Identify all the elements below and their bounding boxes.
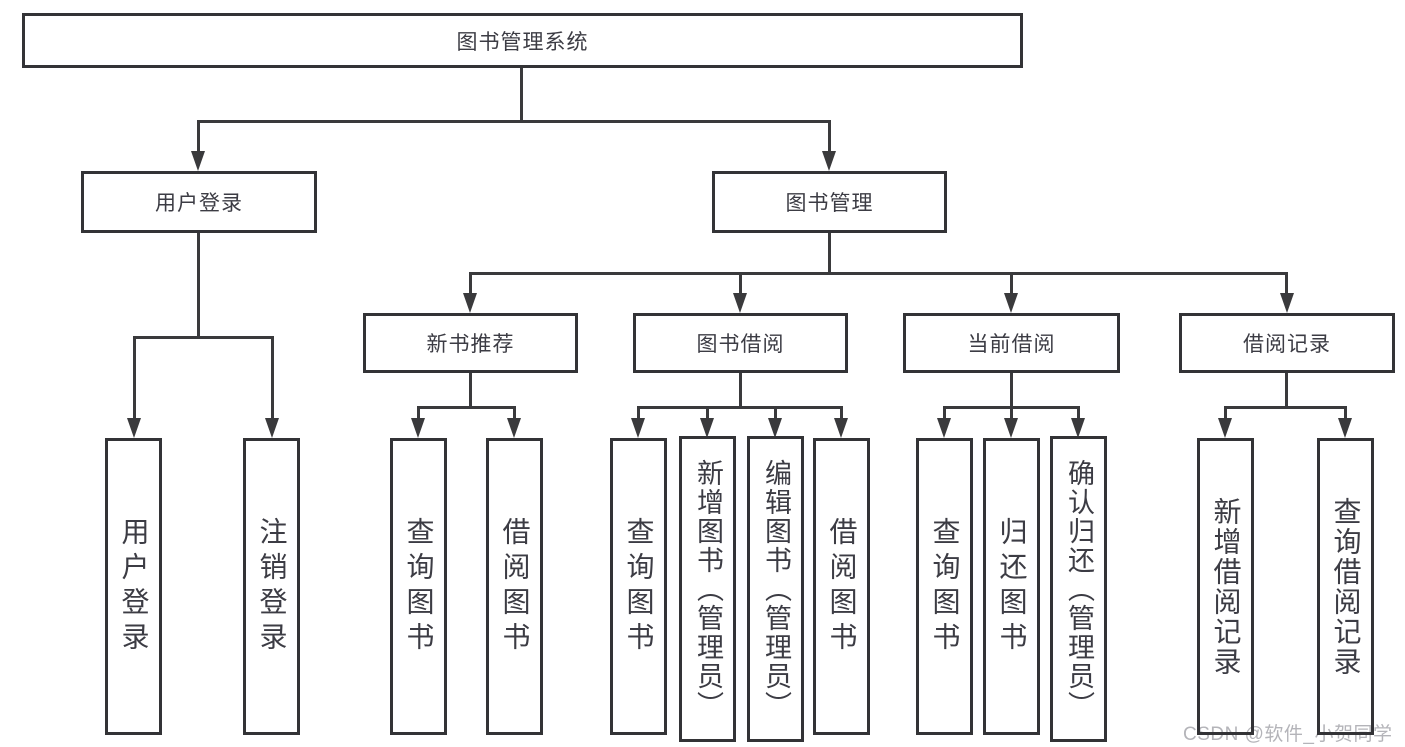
arrow-to-cb-query xyxy=(937,418,951,438)
connector-cb-return-stem xyxy=(1010,406,1013,420)
connector-cb-query-stem xyxy=(943,406,946,420)
arrow-to-bb-add xyxy=(700,418,714,438)
connector-bb-borrow-stem xyxy=(840,406,843,420)
arrow-to-user-login xyxy=(191,151,205,171)
node-leaf-user-login: 用户登录 xyxy=(105,438,162,735)
connector-rec-borrow-stem xyxy=(513,406,516,420)
node-borrow-records-label: 借阅记录 xyxy=(1243,333,1331,356)
connector-borrow-records-rail xyxy=(1224,406,1347,409)
arrow-to-borrow-records xyxy=(1280,293,1294,313)
node-rec-borrow-books-label: 借阅图书 xyxy=(499,516,531,657)
node-bb-add-books: 新增图书（管理员） xyxy=(679,436,736,742)
connector-new-rec-stem xyxy=(469,272,472,295)
arrow-to-rec-query xyxy=(411,418,425,438)
node-current-borrow: 当前借阅 xyxy=(903,313,1120,373)
node-current-borrow-label: 当前借阅 xyxy=(967,333,1056,356)
arrow-to-book-mgmt xyxy=(822,151,836,171)
arrow-to-new-rec xyxy=(463,293,477,313)
arrow-to-cb-confirm xyxy=(1071,418,1085,438)
node-new-rec: 新书推荐 xyxy=(363,313,578,373)
arrow-to-leaf-user-login xyxy=(127,418,141,438)
node-bb-query-books: 查询图书 xyxy=(610,438,667,735)
node-leaf-logout: 注销登录 xyxy=(243,438,300,735)
connector-book-borrow-down xyxy=(739,373,742,408)
connector-br-query-stem xyxy=(1344,406,1347,420)
node-cb-query-books-label: 查询图书 xyxy=(929,516,961,657)
arrow-to-bb-query xyxy=(631,418,645,438)
node-br-add-record: 新增借阅记录 xyxy=(1197,438,1254,735)
node-bb-borrow-books: 借阅图书 xyxy=(813,438,870,735)
watermark: CSDN @软件_小贺同学 xyxy=(1183,724,1393,745)
node-br-add-record-label: 新增借阅记录 xyxy=(1210,496,1242,677)
node-bb-edit-books: 编辑图书（管理员） xyxy=(747,436,804,742)
node-user-login-label: 用户登录 xyxy=(155,192,243,215)
node-user-login: 用户登录 xyxy=(81,171,317,233)
connector-user-login-rail xyxy=(133,336,274,339)
node-new-rec-label: 新书推荐 xyxy=(426,333,515,356)
arrow-to-current-borrow xyxy=(1004,293,1018,313)
node-br-query-record: 查询借阅记录 xyxy=(1317,438,1374,735)
connector-book-borrow-stem xyxy=(739,272,742,295)
connector-book-mgmt-down xyxy=(828,233,831,275)
connector-new-rec-down xyxy=(469,373,472,408)
connector-br-add-stem xyxy=(1224,406,1227,420)
connector-current-borrow-down xyxy=(1010,373,1013,408)
node-cb-confirm-return-label: 确认归还（管理员） xyxy=(1064,458,1094,720)
connector-leaf-user-login-stem xyxy=(133,336,136,420)
node-cb-query-books: 查询图书 xyxy=(916,438,973,735)
connector-level2-rail xyxy=(197,120,831,123)
connector-level3-rail xyxy=(469,272,1288,275)
connector-root-stem xyxy=(520,68,523,122)
connector-borrow-records-down xyxy=(1285,373,1288,408)
arrow-to-br-query xyxy=(1338,418,1352,438)
connector-book-mgmt-stem xyxy=(828,120,831,153)
node-leaf-logout-label: 注销登录 xyxy=(256,516,288,657)
arrow-to-leaf-logout xyxy=(265,418,279,438)
arrow-to-br-add xyxy=(1218,418,1232,438)
arrow-to-bb-edit xyxy=(768,418,782,438)
node-br-query-record-label: 查询借阅记录 xyxy=(1330,496,1362,677)
node-root-label: 图书管理系统 xyxy=(456,30,589,54)
connector-bb-add-stem xyxy=(706,406,709,420)
arrow-to-book-borrow xyxy=(733,293,747,313)
connector-borrow-records-stem xyxy=(1285,272,1288,295)
connector-new-rec-rail xyxy=(417,406,516,409)
node-rec-query-books: 查询图书 xyxy=(390,438,447,735)
connector-user-login-down xyxy=(197,233,200,338)
connector-rec-query-stem xyxy=(417,406,420,420)
connector-current-borrow-stem xyxy=(1010,272,1013,295)
node-cb-return-books-label: 归还图书 xyxy=(996,516,1028,657)
node-bb-edit-books-label: 编辑图书（管理员） xyxy=(761,458,791,720)
node-book-borrow: 图书借阅 xyxy=(633,313,848,373)
connector-user-login-stem xyxy=(197,120,200,153)
node-rec-query-books-label: 查询图书 xyxy=(403,516,435,657)
node-book-mgmt-label: 图书管理 xyxy=(785,192,874,215)
arrow-to-cb-return xyxy=(1004,418,1018,438)
node-bb-add-books-label: 新增图书（管理员） xyxy=(693,458,723,720)
node-cb-confirm-return: 确认归还（管理员） xyxy=(1050,436,1107,742)
node-book-mgmt: 图书管理 xyxy=(712,171,947,233)
node-rec-borrow-books: 借阅图书 xyxy=(486,438,543,735)
node-book-borrow-label: 图书借阅 xyxy=(696,333,785,356)
connector-bb-query-stem xyxy=(637,406,640,420)
connector-cb-confirm-stem xyxy=(1077,406,1080,420)
node-borrow-records: 借阅记录 xyxy=(1179,313,1395,373)
node-root: 图书管理系统 xyxy=(22,13,1023,68)
node-cb-return-books: 归还图书 xyxy=(983,438,1040,735)
arrow-to-rec-borrow xyxy=(507,418,521,438)
connector-bb-edit-stem xyxy=(774,406,777,420)
arrow-to-bb-borrow xyxy=(834,418,848,438)
connector-leaf-logout-stem xyxy=(271,336,274,420)
connector-book-borrow-rail xyxy=(637,406,842,409)
node-bb-borrow-books-label: 借阅图书 xyxy=(826,516,858,657)
node-leaf-user-login-label: 用户登录 xyxy=(118,516,150,657)
node-bb-query-books-label: 查询图书 xyxy=(623,516,655,657)
